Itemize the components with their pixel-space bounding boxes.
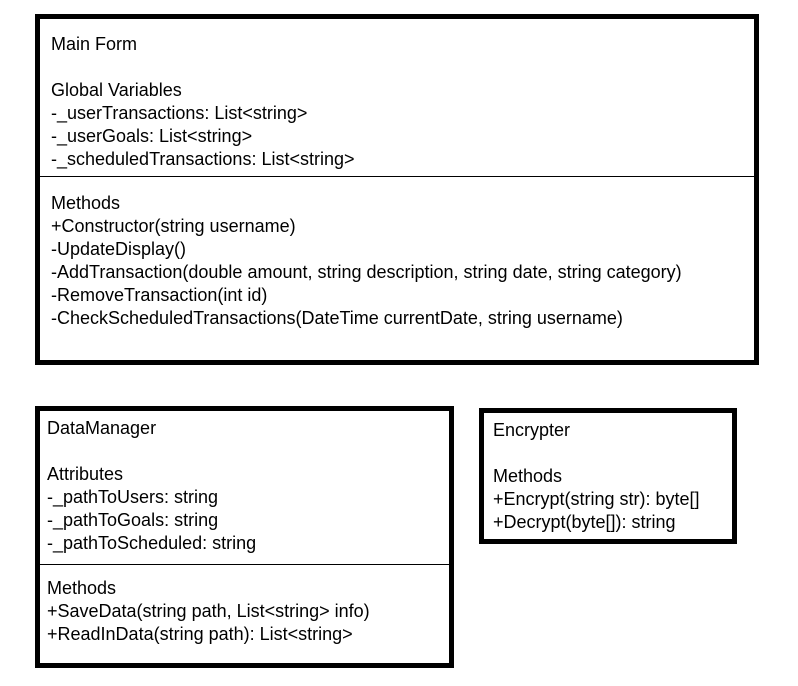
encrypter-methods-heading: Methods [493,466,563,486]
spacer [47,440,449,463]
encrypter-class-box: Encrypter Methods +Encrypt(string str): … [479,408,737,544]
main-form-class-title: Main Form [51,34,138,54]
main-form-method: -UpdateDisplay() [51,239,187,259]
encrypter-method: +Encrypt(string str): byte[] [493,489,700,509]
main-form-method: -CheckScheduledTransactions(DateTime cur… [51,308,623,328]
main-form-variable: -_userGoals: List<string> [51,126,253,146]
data-manager-methods-section: Methods +SaveData(string path, List<stri… [40,564,449,646]
spacer [51,56,754,79]
data-manager-attribute: -_pathToScheduled: string [47,533,257,553]
data-manager-class-title: DataManager [47,418,157,438]
main-form-method: +Constructor(string username) [51,216,296,236]
main-form-methods-section: Methods +Constructor(string username) -U… [40,176,754,330]
main-form-variable: -_scheduledTransactions: List<string> [51,149,355,169]
data-manager-method: +SaveData(string path, List<string> info… [47,601,370,621]
data-manager-methods-heading: Methods [47,578,117,598]
main-form-method: -RemoveTransaction(int id) [51,285,268,305]
encrypter-methods-section: Encrypter Methods +Encrypt(string str): … [484,413,732,534]
data-manager-class-box: DataManager Attributes -_pathToUsers: st… [35,406,454,668]
main-form-variable: -_userTransactions: List<string> [51,103,308,123]
encrypter-method: +Decrypt(byte[]): string [493,512,676,532]
data-manager-attributes-section: DataManager Attributes -_pathToUsers: st… [40,411,449,564]
data-manager-attribute: -_pathToUsers: string [47,487,219,507]
main-form-variables-heading: Global Variables [51,80,182,100]
main-form-variables-section: Main Form Global Variables -_userTransac… [40,19,754,176]
data-manager-attribute: -_pathToGoals: string [47,510,219,530]
spacer [493,442,732,465]
main-form-class-box: Main Form Global Variables -_userTransac… [35,14,759,365]
data-manager-attributes-heading: Attributes [47,464,124,484]
encrypter-class-title: Encrypter [493,420,571,440]
main-form-method: -AddTransaction(double amount, string de… [51,262,682,282]
main-form-methods-heading: Methods [51,193,121,213]
data-manager-method: +ReadInData(string path): List<string> [47,624,353,644]
